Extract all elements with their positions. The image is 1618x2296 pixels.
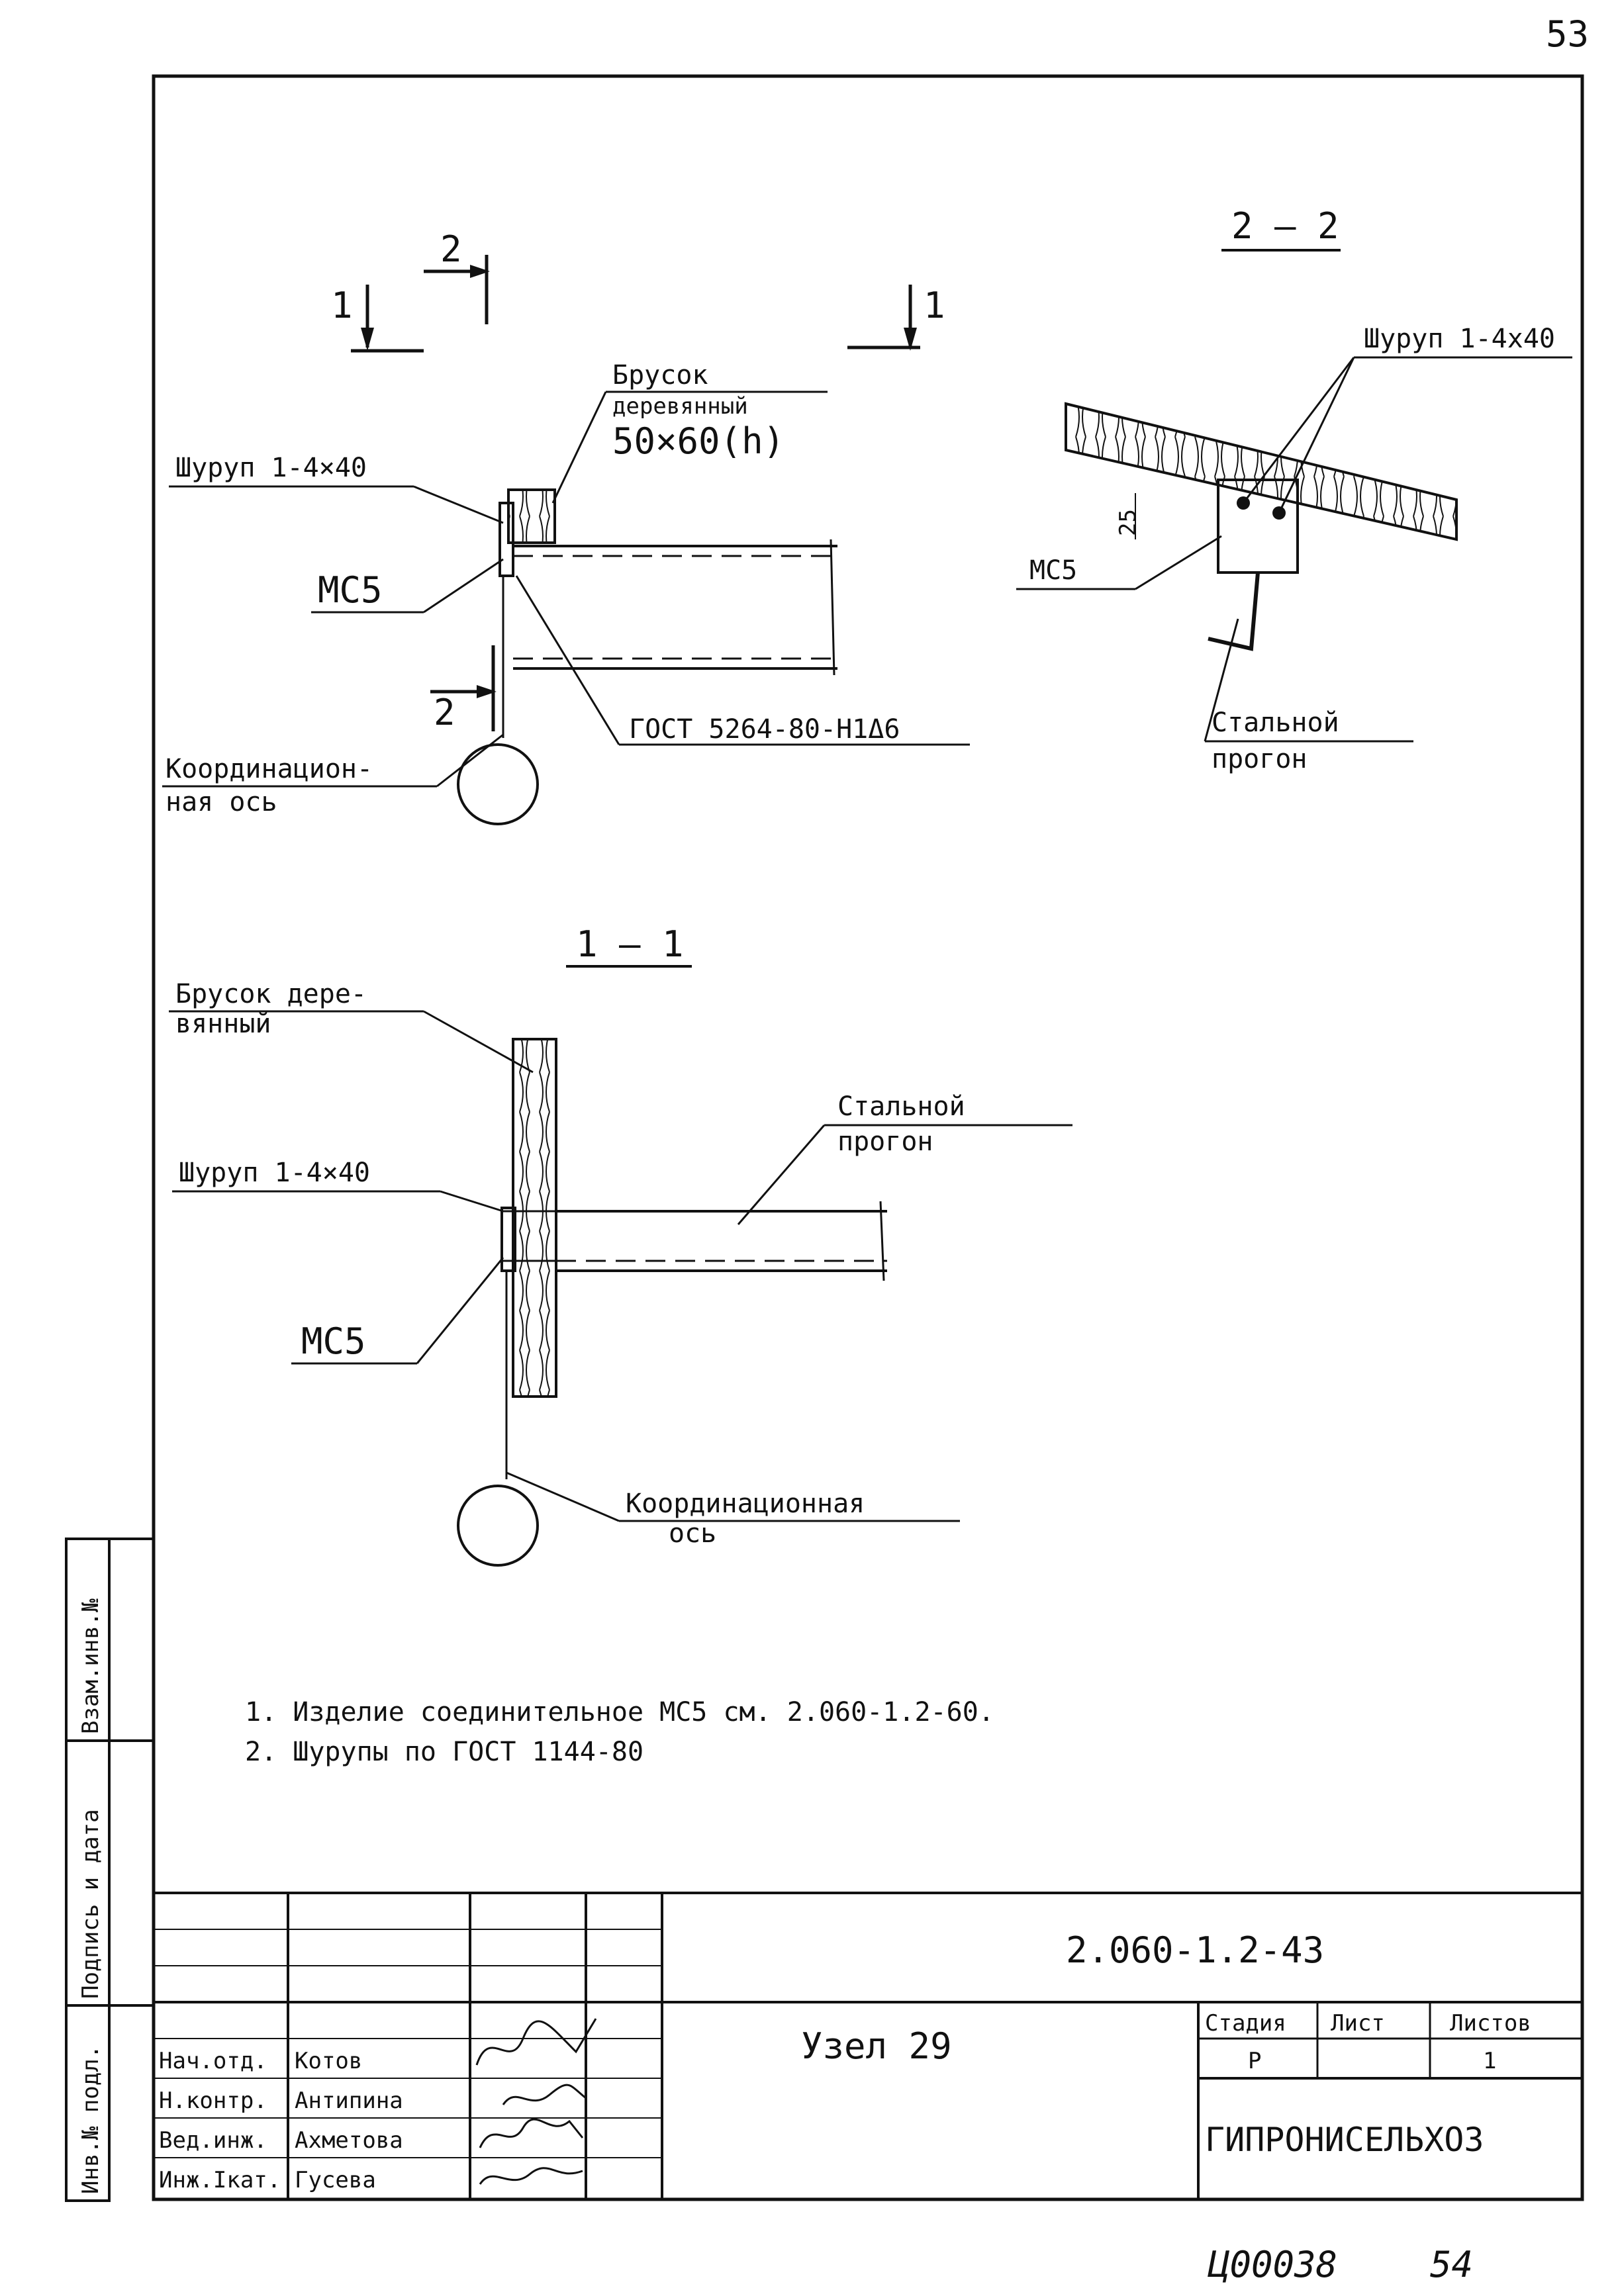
section-1-1-screw-label: Шуруп 1-4×40 (179, 1158, 370, 1188)
note-2: 2. Шурупы по ГОСТ 1144-80 (245, 1737, 643, 1767)
side-stamp-cell-1: Взам.инв.№ (77, 1598, 104, 1734)
page-number-top: 53 (1546, 13, 1589, 55)
staff-role-2: Н.контр. (159, 2088, 267, 2114)
sheet-frame (152, 74, 1584, 2201)
title-block: 2.060-1.2-43 Узел 29 Стадия Лист Листов … (154, 1892, 1582, 2199)
gost-profile-label: ГОСТ 5264-80-Н1Δ6 (629, 714, 900, 745)
section-2-2: 2 – 2 25 Шуруп 1-4х40 МС5 Стальной прого… (1016, 205, 1572, 774)
section-2-2-purlin-label: Стальной (1212, 708, 1339, 738)
sheets-header: Листов (1450, 2010, 1531, 2037)
section-1-1-axis-label: Координационная (626, 1489, 865, 1519)
side-stamp: Взам.инв.№ Подпись и дата Инв.№ подл. (65, 1538, 154, 2202)
section-2-2-mc5-label: МС5 (1029, 555, 1077, 586)
staff-name-3: Ахметова (295, 2127, 403, 2154)
cut-1-right-label: 1 (924, 285, 945, 326)
stage-header: Стадия (1205, 2010, 1286, 2037)
organization-name: ГИПРОНИСЕЛЬХОЗ (1205, 2121, 1484, 2159)
section-2-2-title: 2 – 2 (1231, 205, 1339, 247)
timber-block-size: 50×60(h) (612, 420, 785, 462)
sheets-value: 1 (1483, 2048, 1496, 2074)
signature-1 (475, 2018, 597, 2066)
staff-role-1: Нач.отд. (159, 2048, 267, 2074)
side-stamp-cell-3: Инв.№ подл. (77, 2045, 104, 2194)
section-1-1-timber-label: Брусок дере- (175, 979, 367, 1009)
mc5-label: МС5 (318, 569, 383, 611)
staff-name-4: Гусева (295, 2167, 376, 2193)
section-2-2-screw-label: Шуруп 1-4х40 (1364, 324, 1555, 354)
section-1-1-axis-label-2: ось (669, 1518, 716, 1549)
section-1-1-purlin-label-2: прогон (837, 1126, 933, 1157)
screw-label: Шуруп 1-4×40 (175, 453, 367, 483)
section-1-1-timber-label-2: вянный (175, 1009, 271, 1039)
drawing-title: Узел 29 (801, 2025, 952, 2067)
page-number-bottom: 54 (1430, 2244, 1473, 2285)
section-1-1-title: 1 – 1 (576, 923, 684, 965)
axis-label-2: ная ось (166, 787, 277, 817)
cut-2-top-label: 2 (440, 228, 462, 270)
cut-1-left-label: 1 (331, 285, 353, 326)
staff-role-4: Инж.Iкат. (159, 2167, 281, 2193)
signature-2 (502, 2084, 587, 2105)
section-2-2-purlin-label-2: прогон (1212, 744, 1308, 774)
staff-name-2: Антипина (295, 2088, 403, 2114)
timber-block-label: Брусок (612, 360, 708, 390)
note-1: 1. Изделие соединительное МС5 см. 2.060-… (245, 1697, 994, 1727)
view-1: 2 1 1 2 Брусок деревянный 50×60(h) (162, 228, 970, 825)
section-1-1: 1 – 1 Брусок дере- вянный Стальной прого… (169, 923, 1072, 1567)
sheet-header: Лист (1331, 2010, 1385, 2037)
axis-label: Координацион- (166, 754, 373, 784)
document-code: 2.060-1.2-43 (1066, 1929, 1324, 1971)
timber-block-label-2: деревянный (612, 393, 748, 420)
signature-3 (479, 2118, 584, 2148)
section-1-1-purlin-label: Стальной (837, 1091, 965, 1122)
staff-role-3: Вед.инж. (159, 2127, 267, 2154)
stage-value: Р (1248, 2048, 1261, 2074)
cut-2-bottom-label: 2 (434, 692, 455, 733)
archive-code: Ц00038 (1208, 2244, 1337, 2285)
section-1-1-mc5-label: МС5 (301, 1320, 366, 1362)
signature-4 (479, 2167, 583, 2185)
side-stamp-cell-2: Подпись и дата (77, 1809, 104, 1999)
staff-name-1: Котов (295, 2048, 362, 2074)
dimension-25: 25 (1115, 509, 1141, 536)
